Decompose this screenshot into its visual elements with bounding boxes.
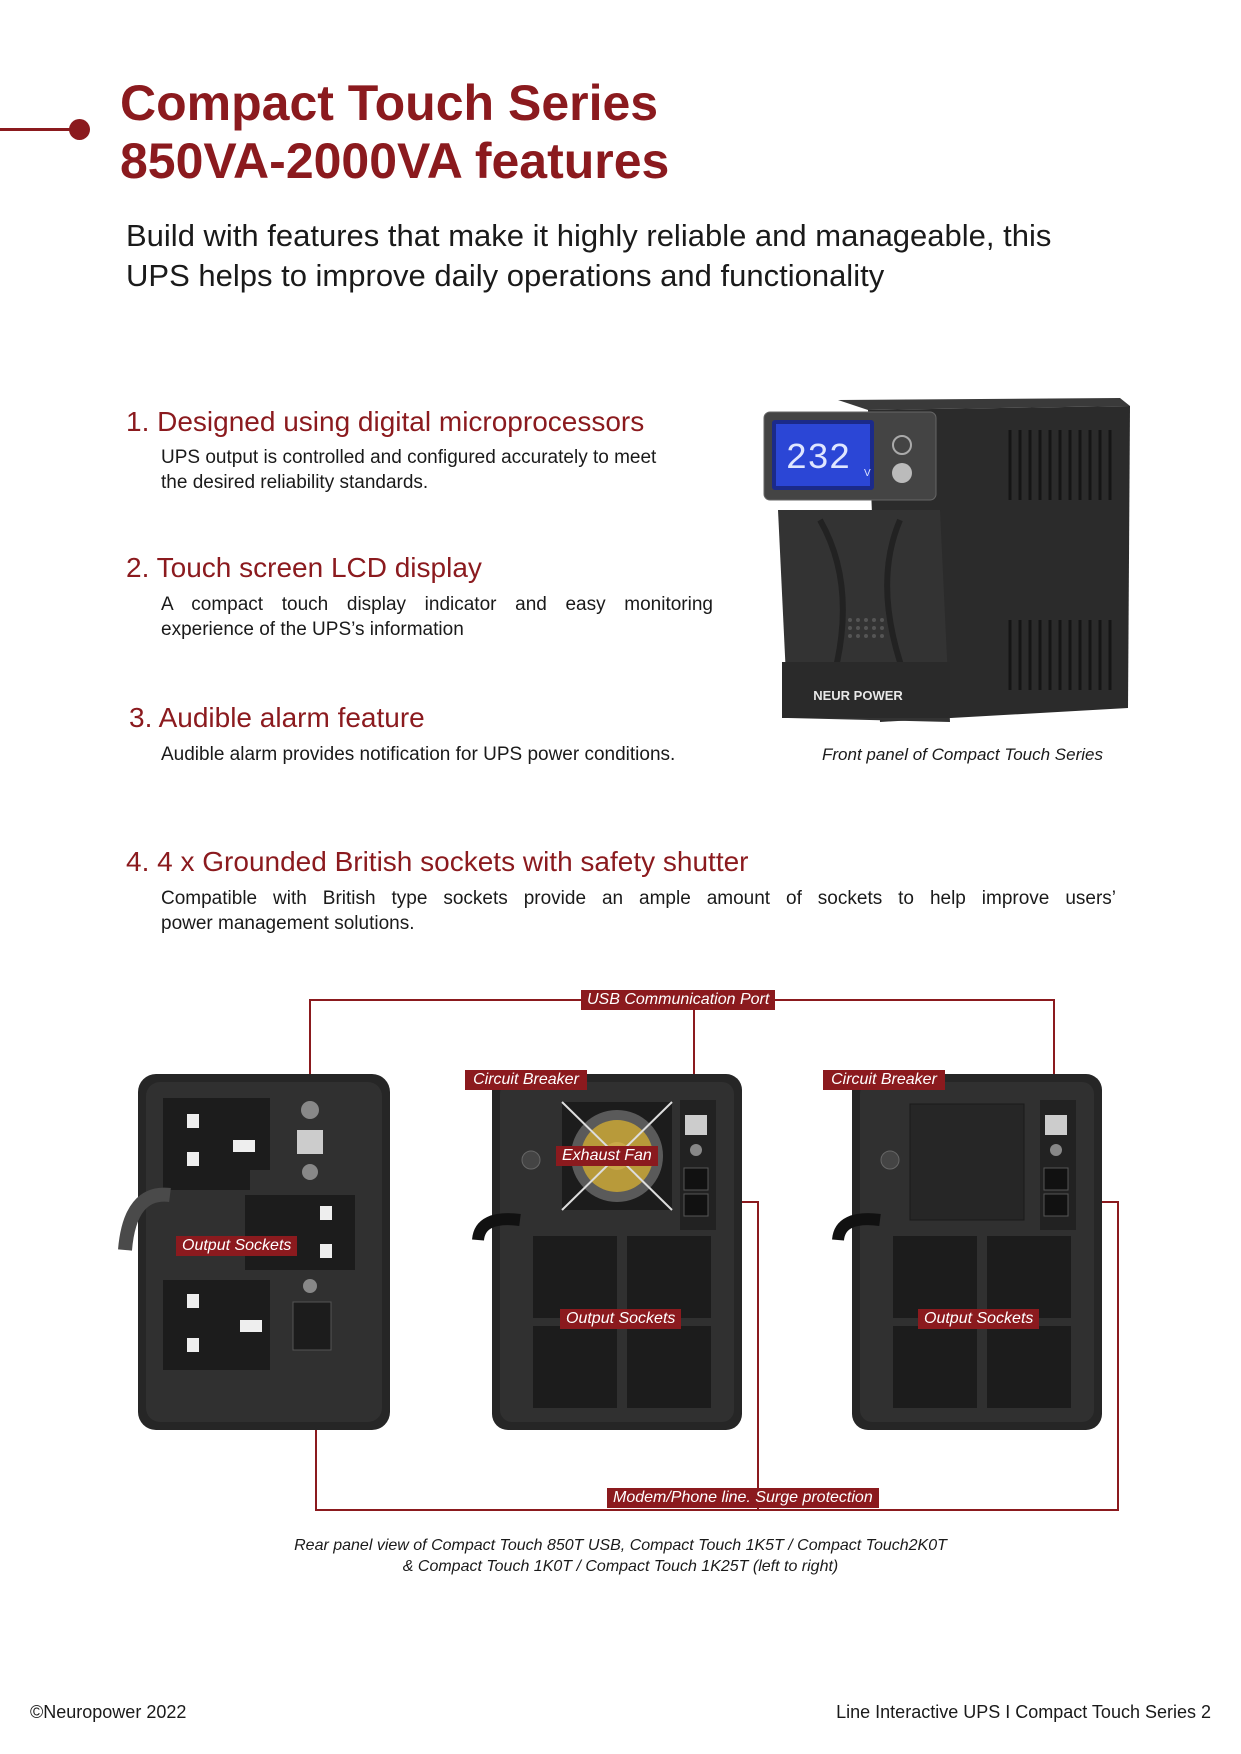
page-title: Compact Touch Series 850VA-2000VA featur…	[120, 74, 669, 190]
power-button	[892, 463, 912, 483]
feature-4-line-2: power management solutions.	[161, 913, 415, 934]
feature-4-line-1: Compatible with British type sockets pro…	[161, 888, 1116, 909]
feature-1-line-2: the desired reliability standards.	[161, 472, 429, 493]
title-line-1: Compact Touch Series	[120, 75, 659, 131]
intro-line-1: Build with features that make it highly …	[126, 218, 1052, 253]
feature-2-line-2: experience of the UPS’s information	[161, 619, 464, 640]
footer-copyright: ©Neuropower 2022	[30, 1702, 187, 1722]
feature-4-title: 4. 4 x Grounded British sockets with saf…	[126, 846, 749, 877]
circuit-breaker-label-1: Circuit Breaker	[465, 1070, 587, 1090]
output-sockets-label-1: Output Sockets	[176, 1236, 298, 1256]
modem-line-label: Modem/Phone line. Surge protection	[607, 1488, 879, 1508]
brand-logo: NEUR POWER	[813, 688, 903, 703]
lcd-unit: V	[864, 468, 871, 479]
header-decoration-dot	[69, 119, 90, 140]
feature-1-text: UPS output is controlled and configured …	[161, 445, 713, 495]
feature-3-line-1: Audible alarm provides notification for …	[161, 744, 676, 765]
feature-3-text: Audible alarm provides notification for …	[161, 742, 761, 767]
lcd-value: 232	[786, 438, 851, 479]
feature-2-text: A compact touch display indicator and ea…	[161, 592, 713, 642]
feature-1-title: 1. Designed using digital microprocessor…	[126, 406, 645, 437]
front-panel-image: 232 V NEUR POWER	[763, 398, 1130, 722]
feature-2-title: 2. Touch screen LCD display	[126, 552, 482, 583]
feature-3-title: 3. Audible alarm feature	[129, 702, 425, 733]
power-icon	[892, 435, 912, 455]
rear-unit-1k0t	[832, 1074, 1102, 1430]
exhaust-fan-label: Exhaust Fan	[556, 1146, 658, 1166]
title-line-2: 850VA-2000VA features	[120, 133, 670, 189]
feature-4-text: Compatible with British type sockets pro…	[161, 886, 1116, 936]
footer-page-info: Line Interactive UPS I Compact Touch Ser…	[836, 1702, 1211, 1722]
rear-unit-1k5t	[472, 1074, 742, 1430]
lcd-screen	[776, 424, 870, 486]
usb-port-label: USB Communication Port	[581, 990, 776, 1010]
rear-panel-caption: Rear panel view of Compact Touch 850T US…	[0, 1535, 1241, 1577]
circuit-breaker-label-2: Circuit Breaker	[823, 1070, 945, 1090]
output-sockets-label-3: Output Sockets	[918, 1309, 1040, 1329]
feature-2-line-1: A compact touch display indicator and ea…	[161, 594, 713, 615]
intro-paragraph: Build with features that make it highly …	[126, 216, 1126, 296]
header-decoration-line	[0, 128, 78, 131]
rear-caption-line-1: Rear panel view of Compact Touch 850T US…	[294, 1537, 947, 1554]
intro-line-2: UPS helps to improve daily operations an…	[126, 258, 885, 293]
output-sockets-label-2: Output Sockets	[560, 1309, 682, 1329]
rear-caption-line-2: & Compact Touch 1K0T / Compact Touch 1K2…	[402, 1558, 839, 1575]
feature-1-line-1: UPS output is controlled and configured …	[161, 447, 657, 468]
front-panel-caption: Front panel of Compact Touch Series	[822, 745, 1103, 764]
